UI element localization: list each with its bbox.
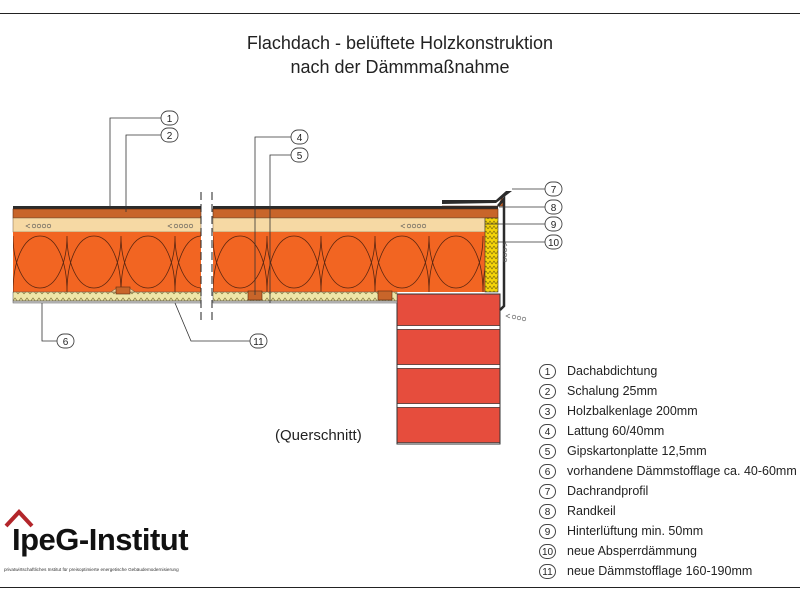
legend-text: Lattung 60/40mm — [567, 424, 665, 438]
callout-label-10: 10 — [548, 238, 560, 249]
legend-text: Randkeil — [567, 504, 616, 518]
legend-number: 5 — [539, 443, 556, 459]
callout-marker-1 — [160, 110, 179, 126]
diagram-title: Flachdach - belüftete Holzkonstruktion — [246, 33, 554, 53]
legend-text: Dachrandprofil — [567, 484, 649, 498]
legend-number: 2 — [539, 383, 556, 399]
legend-text: Dachabdichtung — [567, 364, 658, 378]
callout-marker-10 — [544, 234, 563, 250]
legend-text: neue Absperrdämmung — [567, 544, 697, 558]
legend-text: vorhandene Dämmstofflage ca. 40-60mm — [567, 464, 797, 478]
callout-label-6: 6 — [63, 337, 69, 348]
callout-label-8: 8 — [551, 203, 557, 214]
legend-item: 1 Dachabdichtung — [539, 361, 800, 381]
legend-number: 7 — [539, 483, 556, 499]
legend-number: 1 — [539, 363, 556, 379]
callout-marker-5 — [290, 147, 309, 163]
callout-label-2: 2 — [167, 131, 173, 142]
legend-number: 9 — [539, 523, 556, 539]
legend-text: Hinterlüftung min. 50mm — [567, 524, 704, 538]
legend-text: neue Dämmstofflage 160-190mm — [567, 564, 753, 578]
callout-label-11: 11 — [253, 337, 264, 348]
legend-item: 7 Dachrandprofil — [539, 481, 800, 501]
legend-item: 4 Lattung 60/40mm — [539, 421, 800, 441]
airflow-markers — [25, 223, 527, 322]
callout-label-7: 7 — [551, 185, 557, 196]
legend-item: 9 Hinterlüftung min. 50mm — [539, 521, 800, 541]
legend-text: Gipskartonplatte 12,5mm — [567, 444, 707, 458]
callout-label-4: 4 — [297, 133, 303, 144]
legend-number: 11 — [539, 563, 556, 579]
legend-item: 11 neue Dämmstofflage 160-190mm — [539, 561, 800, 581]
drawing-frame — [0, 13, 800, 588]
callout-marker-9 — [544, 216, 563, 232]
section-caption: (Querschnitt) — [275, 427, 362, 444]
legend-item: 3 Holzbalkenlage 200mm — [539, 401, 800, 421]
legend-text: Schalung 25mm — [567, 384, 658, 398]
roof-segment-right — [212, 191, 512, 311]
callout-marker-2 — [160, 127, 179, 143]
callout-marker-7 — [544, 181, 563, 197]
legend-number: 8 — [539, 503, 556, 519]
legend: 1 Dachabdichtung 2 Schalung 25mm 3 Holzbalk… — [539, 361, 800, 581]
callout-label-9: 9 — [551, 220, 557, 231]
logo-name: IpeG-Institut — [12, 522, 189, 557]
callout-marker-8 — [544, 199, 563, 215]
callout-marker-11 — [249, 333, 268, 349]
callout-labels: 1 2 4 5 6 11 7 8 9 10 — [63, 114, 560, 348]
brick-wall — [396, 293, 501, 445]
legend-number: 6 — [539, 463, 556, 479]
callout-label-5: 5 — [297, 151, 303, 162]
legend-number: 4 — [539, 423, 556, 439]
legend-number: 3 — [539, 403, 556, 419]
callout-marker-6 — [56, 333, 75, 349]
callout-label-1: 1 — [167, 114, 173, 125]
legend-item: 5 Gipskartonplatte 12,5mm — [539, 441, 800, 461]
legend-text: Holzbalkenlage 200mm — [567, 404, 698, 418]
callout-marker-4 — [290, 129, 309, 145]
leader-lines — [41, 117, 545, 342]
callout-markers — [56, 110, 563, 349]
legend-item: 6 vorhandene Dämmstofflage ca. 40-60mm — [539, 461, 800, 481]
legend-item: 2 Schalung 25mm — [539, 381, 800, 401]
legend-item: 10 neue Absperrdämmung — [539, 541, 800, 561]
roof-segment-left — [12, 206, 202, 304]
logo-roof-icon — [4, 509, 34, 528]
legend-item: 8 Randkeil — [539, 501, 800, 521]
legend-number: 10 — [539, 543, 556, 559]
logo-subtitle: privatwirtschaftliches Institut für prei… — [4, 567, 179, 572]
break-marks — [200, 192, 213, 322]
diagram-subtitle: nach der Dämmmaßnahme — [290, 57, 510, 77]
